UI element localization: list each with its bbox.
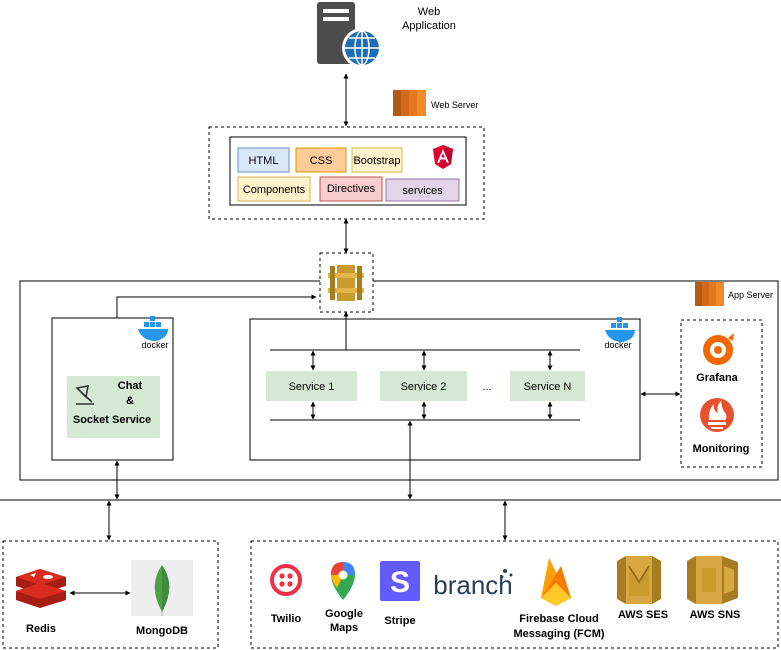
twilio-icon (270, 564, 302, 596)
api-gateway-icon (328, 265, 364, 301)
stripe-icon: S (380, 561, 420, 601)
bootstrap-label: Bootstrap (353, 155, 400, 167)
stripe-label: Stripe (384, 615, 415, 627)
service-2-label: Service 2 (401, 381, 447, 393)
directives-label: Directives (327, 183, 376, 195)
aws-ses-icon (617, 556, 661, 604)
css-box (295, 147, 347, 173)
storage-container (2, 540, 219, 649)
angular-icon (433, 145, 453, 169)
app-server-label: App Server (728, 290, 773, 300)
twilio-label: Twilio (271, 613, 302, 625)
aws-sns-label: AWS SNS (690, 609, 741, 621)
chat-label-line2: & (126, 395, 134, 407)
mongodb-label: MongoDB (136, 625, 188, 637)
services-box (385, 178, 460, 202)
mongodb-icon (131, 560, 193, 616)
components-label: Components (243, 184, 306, 196)
aws-ec2-web-server-icon (393, 90, 426, 116)
services-ellipsis: ... (482, 381, 491, 393)
chat-label-line1: Chat (118, 380, 143, 392)
redis-icon (16, 569, 66, 608)
docker-label-services: docker (604, 340, 631, 350)
service-arrows (310, 350, 553, 420)
grafana-icon (703, 333, 734, 365)
google-maps-icon (331, 562, 355, 600)
services-label: services (402, 185, 443, 197)
docker-icon-services (605, 317, 635, 342)
google-maps-label-line1: Google (325, 608, 363, 620)
service-1-label: Service 1 (289, 381, 335, 393)
web-app-label-line2: Application (402, 20, 456, 32)
docker-label-chat: docker (141, 340, 168, 350)
service-2-box (380, 371, 467, 401)
chat-socket-service-box (67, 376, 160, 438)
web-application-server-icon (317, 2, 382, 68)
app-server-container (19, 280, 779, 481)
fcm-label-line1: Firebase Cloud (519, 613, 598, 625)
google-maps-label-line2: Maps (330, 622, 358, 634)
aws-sns-icon (687, 556, 738, 604)
arrow-chat-gateway (116, 294, 317, 318)
branch-icon (500, 569, 513, 579)
web-server-label: Web Server (431, 100, 478, 110)
api-gateway-container (319, 252, 374, 313)
aws-ec2-app-server-icon (695, 282, 724, 306)
bootstrap-box (351, 147, 403, 173)
redis-label: Redis (26, 623, 56, 635)
web-app-label-line1: Web (418, 6, 440, 18)
css-label: CSS (310, 155, 333, 167)
components-box (237, 176, 311, 202)
prometheus-icon (700, 398, 734, 432)
html-box (237, 147, 290, 173)
directives-box (319, 176, 383, 202)
service-n-box (510, 371, 585, 401)
firebase-icon (541, 558, 571, 606)
fcm-label-line2: Messaging (FCM) (513, 628, 604, 640)
monitoring-label: Monitoring (693, 443, 750, 455)
branch-logo-text: branch (433, 570, 513, 600)
chat-label-line3: Socket Service (73, 414, 151, 426)
service-n-label: Service N (524, 381, 572, 393)
html-label: HTML (249, 155, 279, 167)
docker-icon (138, 316, 168, 341)
aws-ses-label: AWS SES (618, 609, 668, 621)
svg-text:S: S (390, 566, 410, 599)
grafana-label: Grafana (696, 372, 738, 384)
socket-io-icon (75, 385, 94, 405)
service-1-box (266, 371, 357, 401)
third-party-container (250, 540, 779, 649)
